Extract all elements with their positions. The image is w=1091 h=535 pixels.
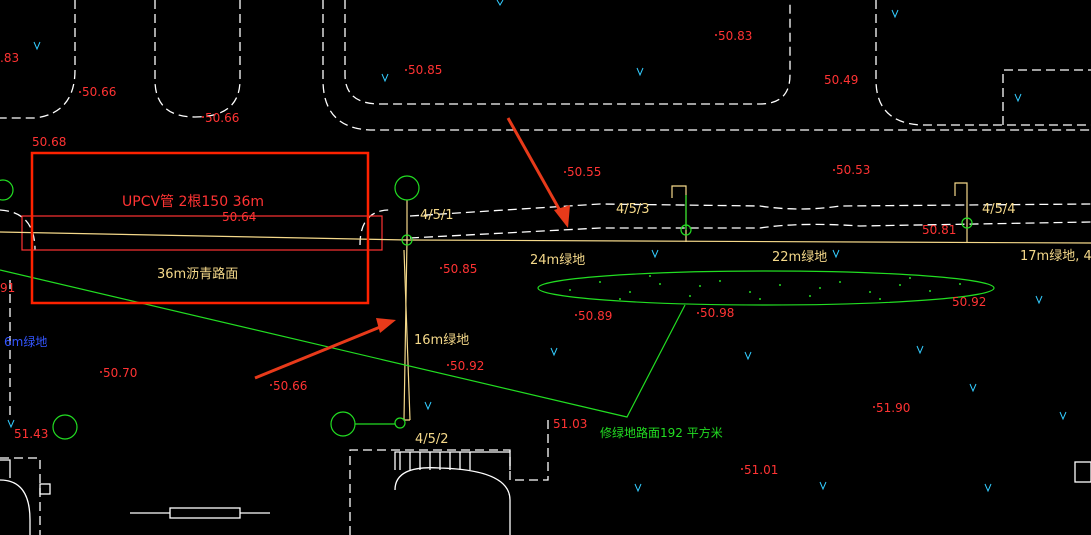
- elevation-label: 50.83: [718, 29, 752, 43]
- road-edge-median-bottom: [409, 221, 1091, 239]
- node-451-label: 4/5/1: [420, 208, 454, 223]
- highlight-box: [30, 151, 370, 305]
- road-edge-right-block: [875, 0, 1091, 126]
- elevation-label: 51.03: [553, 417, 587, 431]
- road-edge-lower-left: [0, 457, 41, 535]
- elevation-label: 50.53: [836, 163, 870, 177]
- elevation-label: 50.66: [205, 111, 239, 125]
- tree-6: [394, 417, 406, 429]
- green-area-label: 修绿地路面192 平方米: [600, 425, 723, 440]
- road-edge-upper-inner: [344, 0, 791, 105]
- tree-7: [52, 414, 78, 440]
- lower-left-wall: [0, 459, 11, 478]
- pipe-labels: UPCV管 2根150 36m 36m沥青路面 24m绿地 22m绿地 17m绿…: [4, 194, 1091, 447]
- pipe-riser-454: [954, 182, 968, 242]
- elevation-label: .83: [0, 51, 19, 65]
- grass-marks: [7, 0, 1067, 493]
- elevation-label: 50.81: [922, 223, 956, 237]
- arrows: [254, 117, 570, 380]
- left-blue-label: 6m绿地: [4, 334, 47, 349]
- elevation-label: 50.66: [273, 379, 307, 393]
- right-edge-marker: [1074, 461, 1091, 483]
- tree-2: [401, 234, 413, 246]
- seg-22-label: 22m绿地: [772, 250, 827, 265]
- arrow-lower: [254, 323, 386, 380]
- elevation-label: 51.90: [876, 401, 910, 415]
- pipe-callout-label: UPCV管 2根150 36m: [122, 194, 264, 210]
- elevation-label: 50.49: [824, 73, 858, 87]
- elevation-label: 91: [0, 281, 15, 295]
- green-elements: [0, 175, 995, 440]
- road-edge-rounded-island: [154, 0, 241, 118]
- road-edge-lower-mid: [349, 420, 549, 535]
- elevation-label: 50.92: [450, 359, 484, 373]
- green-leader: [0, 269, 686, 418]
- elevation-label: 50.98: [700, 306, 734, 320]
- gate-hatch: [399, 452, 471, 470]
- pipe-lines: [0, 182, 1091, 421]
- elevation-label: 50.89: [578, 309, 612, 323]
- elevation-label: 50.92: [952, 295, 986, 309]
- solid-lines: [0, 451, 511, 535]
- node-454-label: 4/5/4: [982, 202, 1016, 217]
- gate-outline: [394, 451, 511, 470]
- elevation-label: 50.85: [443, 262, 477, 276]
- gate-arc: [394, 467, 511, 535]
- tree-4: [961, 217, 973, 229]
- elevation-label: 50.68: [32, 135, 66, 149]
- lower-left-arc: [0, 479, 31, 535]
- elevation-label: 51.43: [14, 427, 48, 441]
- arrow-upper: [506, 117, 565, 217]
- seg-24-label: 24m绿地: [530, 253, 585, 268]
- arrow-upper-head: [554, 205, 570, 228]
- elevation-label: 50.64: [222, 210, 256, 224]
- seg-16-label: 16m绿地: [414, 333, 469, 348]
- green-area-dots: [569, 275, 961, 300]
- pipe-vertical-16: [403, 249, 411, 421]
- seg-17-label: 17m绿地, 4m: [1020, 249, 1091, 264]
- elevation-label: 51.01: [744, 463, 778, 477]
- road-edge-left-block: [0, 0, 76, 119]
- node-452-label: 4/5/2: [415, 432, 449, 447]
- pipe-riser-453: [671, 185, 687, 242]
- elevation-label: 50.66: [82, 85, 116, 99]
- road-edge-left-arc: [0, 209, 36, 251]
- green-area-ellipse: [537, 270, 995, 306]
- footing-small: [39, 483, 51, 495]
- elevation-dots: [79, 34, 875, 470]
- tree-8: [0, 179, 14, 201]
- arrow-lower-head: [376, 318, 396, 333]
- elevation-label: 50.85: [408, 63, 442, 77]
- road-edge-median-top: [409, 203, 1091, 217]
- tree-1: [394, 175, 420, 201]
- elevation-label: 50.55: [567, 165, 601, 179]
- tree-5: [330, 411, 356, 437]
- road-edge-upper-block: [322, 0, 1091, 131]
- elevation-label: 50.70: [103, 366, 137, 380]
- pipe-road-label: 36m沥青路面: [157, 266, 238, 282]
- elevation-labels: .83 50.66 50.66 50.68 50.85 50.83 50.49 …: [0, 29, 986, 477]
- footing-rect: [169, 507, 241, 519]
- node-453-label: 4/5/3: [616, 202, 650, 217]
- road-edge-right-box: [1002, 69, 1091, 125]
